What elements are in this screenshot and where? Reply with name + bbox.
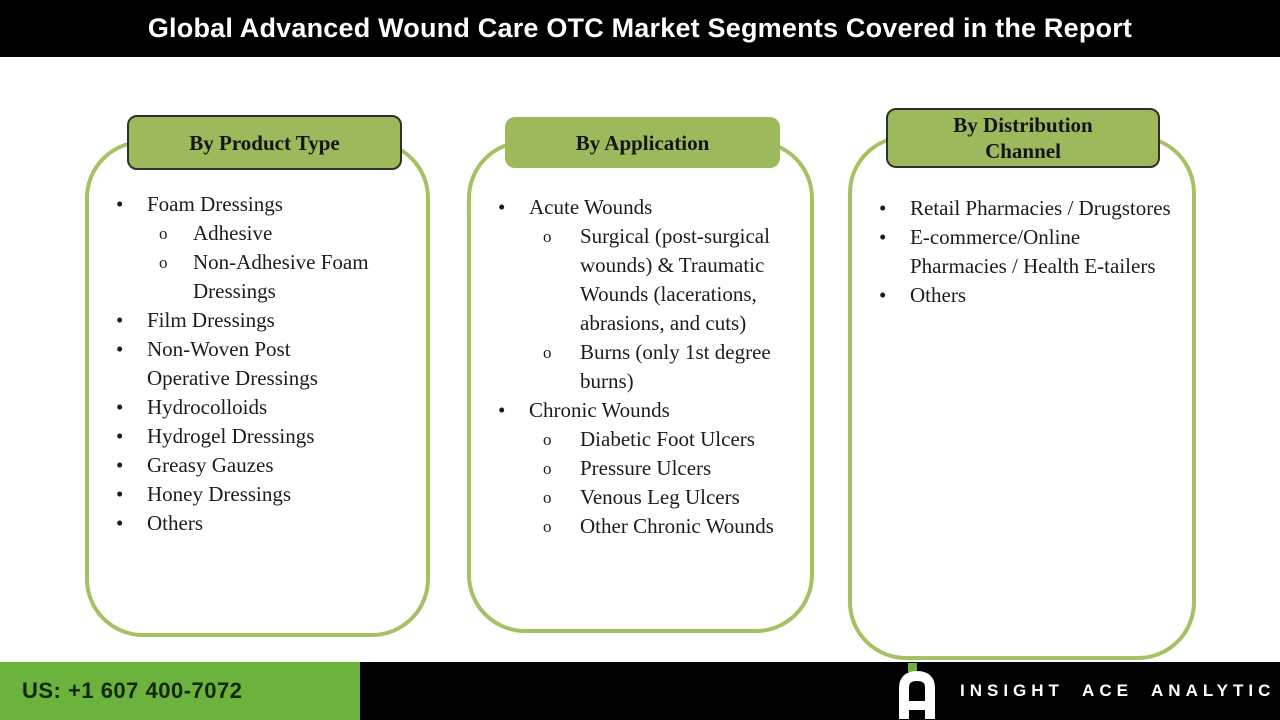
list-item: • Foam Dressings [89,190,426,219]
list-item-text: Others [910,283,966,307]
list-item-text: E-commerce/Online Pharmacies / Health E-… [910,225,1156,278]
list-item: • Hydrocolloids [89,393,426,422]
bullet-icon: • [879,283,887,307]
brand-name: INSIGHT ACE ANALYTIC [960,681,1276,700]
distribution-channel-list: • Retail Pharmacies / Drugstores • E-commer… [852,139,1192,310]
bullet-icon: • [116,192,124,216]
circle-bullet-icon: o [543,488,552,507]
list-item-text: Hydrocolloids [147,395,268,419]
circle-bullet-icon: o [159,224,168,243]
segment-box-application: • Acute Wounds o Surgical (post-surgical wo… [467,140,814,633]
list-item-text: Honey Dressings [147,482,292,506]
bullet-icon: • [116,482,124,506]
list-item: • Chronic Wounds [471,396,810,425]
bullet-icon: • [498,398,506,422]
list-item-text: Diabetic Foot Ulcers [580,427,755,451]
list-item: o Non-Adhesive Foam Dressings [89,248,426,306]
circle-bullet-icon: o [543,459,552,478]
list-item-text: Hydrogel Dressings [147,424,315,448]
application-list: • Acute Wounds o Surgical (post-surgical wo… [471,144,810,541]
list-item-text: Retail Pharmacies / Drugstores [910,196,1171,220]
header-pill-product-type: By Product Type [127,115,402,170]
list-item: • E-commerce/Online Pharmacies / Health E… [852,223,1192,281]
header-pill-label: By Application [575,130,710,155]
list-item: • Others [89,509,426,538]
bullet-icon: • [116,308,124,332]
list-item-text: Others [147,511,203,535]
list-item-text: Non-Woven Post Operative Dressings [147,337,318,390]
list-item: o Pressure Ulcers [471,454,810,483]
segment-box-distribution-channel: • Retail Pharmacies / Drugstores • E-commer… [848,135,1196,660]
list-item: • Hydrogel Dressings [89,422,426,451]
list-item-text: Adhesive [193,221,273,245]
footer-phone-bar: US: +1 607 400-7072 [0,662,360,720]
list-item: • Others [852,281,1192,310]
list-item-text: Foam Dressings [147,192,283,216]
list-item: • Film Dressings [89,306,426,335]
list-item-text: Other Chronic Wounds [580,514,774,538]
list-item-text: Film Dressings [147,308,275,332]
list-item-text: Non-Adhesive Foam Dressings [193,250,369,303]
list-item-text: Chronic Wounds [529,398,670,422]
bullet-icon: • [116,395,124,419]
list-item-text: Surgical (post-surgical wounds) & Trauma… [580,224,770,335]
list-item-text: Greasy Gauzes [147,453,274,477]
page-title: Global Advanced Wound Care OTC Market Se… [147,13,1133,43]
circle-bullet-icon: o [543,430,552,449]
header-pill-label: By Distribution Channel [953,113,1093,163]
list-item: o Venous Leg Ulcers [471,483,810,512]
bullet-icon: • [116,424,124,448]
title-banner: Global Advanced Wound Care OTC Market Se… [0,0,1280,57]
list-item: • Retail Pharmacies / Drugstores [852,194,1192,223]
bullet-icon: • [116,453,124,477]
list-item: o Other Chronic Wounds [471,512,810,541]
header-pill-application: By Application [505,117,780,168]
bullet-icon: • [116,337,124,361]
insight-ace-logo-icon [899,663,935,719]
list-item: o Burns (only 1st degree burns) [471,338,810,396]
list-item: o Diabetic Foot Ulcers [471,425,810,454]
list-item-text: Burns (only 1st degree burns) [580,340,771,393]
bullet-icon: • [879,225,887,249]
list-item: • Non-Woven Post Operative Dressings [89,335,426,393]
list-item-text: Acute Wounds [529,195,653,219]
bullet-icon: • [116,511,124,535]
circle-bullet-icon: o [543,343,552,362]
list-item: o Surgical (post-surgical wounds) & Traum… [471,222,810,338]
circle-bullet-icon: o [159,253,168,272]
list-item-text: Venous Leg Ulcers [580,485,740,509]
circle-bullet-icon: o [543,517,552,536]
list-item: • Honey Dressings [89,480,426,509]
bullet-icon: • [498,195,506,219]
bullet-icon: • [879,196,887,220]
header-pill-label: By Product Type [189,130,340,155]
list-item-text: Pressure Ulcers [580,456,712,480]
list-item: • Greasy Gauzes [89,451,426,480]
list-item: • Acute Wounds [471,193,810,222]
list-item: o Adhesive [89,219,426,248]
circle-bullet-icon: o [543,227,552,246]
header-pill-distribution-channel: By Distribution Channel [886,108,1160,168]
phone-number: US: +1 607 400-7072 [22,678,243,703]
